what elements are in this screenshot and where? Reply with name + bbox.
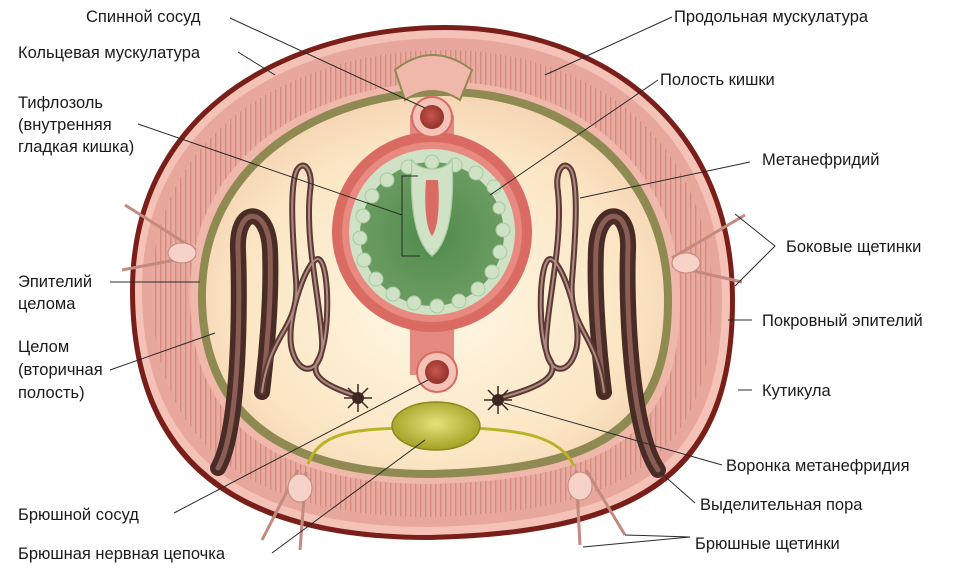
label-metanephridium: Метанефридий [762,151,879,169]
label-typhlosole-3: гладкая кишка) [18,138,134,156]
label-excretory-pore: Выделительная пора [700,496,863,514]
label-dorsal-vessel: Спинной сосуд [86,8,201,26]
label-gut-cavity: Полость кишки [660,71,775,89]
seta-sac-left [168,243,196,263]
ventral-vessel [425,360,449,384]
leader-lateral-setae [735,214,775,286]
label-coelom-3: полость) [18,384,85,402]
nephrostome-right [484,386,512,414]
label-coelom-epithelium-2: целома [18,295,76,313]
label-typhlosole-2: (внутренняя [18,116,112,134]
dorsal-vessel [420,105,444,129]
label-ventral-nerve-cord: Брюшная нервная цепочка [18,545,226,563]
label-coelom-2: (вторичная [18,361,103,379]
label-coelom-epithelium-1: Эпителий [18,273,92,291]
label-epidermis: Покровный эпителий [762,312,923,330]
label-lateral-setae: Боковые щетинки [786,238,921,256]
seta-sac-ventral-left [288,474,312,502]
label-nephrostome: Воронка метанефридия [726,457,910,475]
label-coelom-1: Целом [18,338,69,356]
seta-sac-ventral-right [568,472,592,500]
nerve-cord-ganglion [392,402,480,450]
label-ventral-setae: Брюшные щетинки [695,535,840,553]
label-circular-muscle: Кольцевая мускулатура [18,44,201,62]
label-ventral-vessel: Брюшной сосуд [18,506,139,524]
leader-excretory-pore [660,472,695,503]
label-cuticle: Кутикула [762,382,832,400]
nephrostome-left [344,384,372,412]
label-typhlosole-1: Тифлозоль [18,94,103,112]
seta-sac-right [672,253,700,273]
leader-ventral-setae [583,535,690,547]
label-longitudinal-muscle: Продольная мускулатура [674,8,869,26]
